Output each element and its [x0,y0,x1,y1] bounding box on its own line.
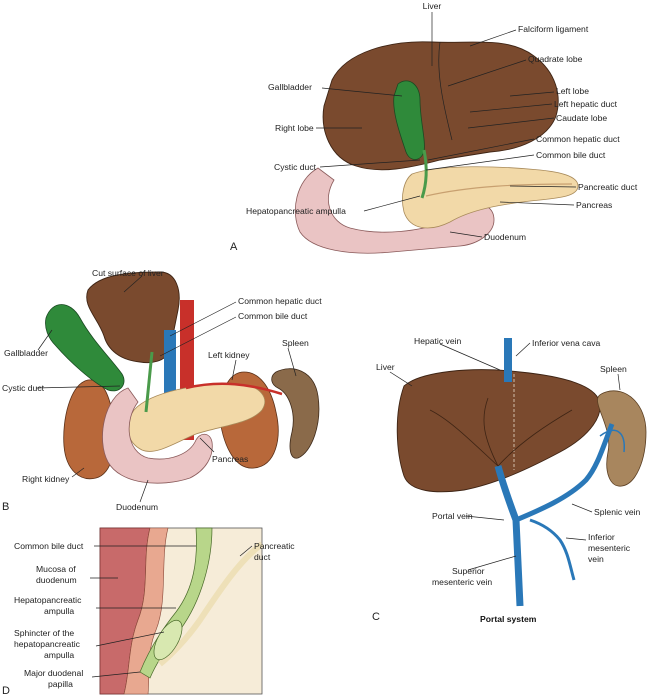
label-c-liver: Liver [376,362,395,372]
label-b-spleen: Spleen [282,338,309,348]
panel-a-falciform-line [438,41,453,141]
label-b-duodenum: Duodenum [116,502,158,512]
label-a-quadrate: Quadrate lobe [528,54,583,64]
panel-d: Common bile duct Pancreatic duct Mucosa … [2,527,295,697]
panel-b-letter: B [2,501,9,513]
panel-a-bile-ducts [420,149,428,199]
label-b-common-hepatic: Common hepatic duct [238,296,322,306]
label-a-gallbladder: Gallbladder [268,82,312,92]
panel-c: Hepatic vein Inferior vena cava Liver Sp… [372,336,647,624]
label-a-duodenum: Duodenum [484,232,526,242]
label-c-ivc: Inferior vena cava [532,338,601,348]
label-c-superior-mesenteric-1: Superior [452,566,485,576]
panel-c-splenic-vein [515,423,615,523]
label-d-sphincter-2: hepatopancreatic [14,639,81,649]
panel-b-spleen [271,368,320,459]
label-a-common-hepatic: Common hepatic duct [536,134,620,144]
label-c-spleen: Spleen [600,364,627,374]
label-d-sphincter-3: ampulla [44,650,74,660]
panel-c-intrahepatic-veins [429,397,573,467]
panel-b-splenic-artery [185,382,283,396]
panel-a: Liver Falciform ligament Quadrate lobe G… [230,1,638,254]
panel-d-ampulla [153,619,183,661]
panel-c-portal-vein [494,465,524,607]
label-a-pancreatic-duct: Pancreatic duct [578,182,638,192]
label-d-mucosa-1: Mucosa of [36,564,76,574]
label-b-pancreas: Pancreas [212,454,248,464]
label-b-right-kidney: Right kidney [22,474,70,484]
panel-a-pancreas [402,166,579,229]
panel-b-ducts [144,351,154,413]
panel-b-gallbladder [45,304,125,392]
label-d-ampulla-1: Hepatopancreatic [14,595,82,605]
panel-c-splenic-branches [599,429,625,453]
label-b-cystic: Cystic duct [2,383,45,393]
panel-b-liver [86,271,180,364]
label-a-falciform: Falciform ligament [518,24,589,34]
panel-b: Cut surface of liver Common hepatic duct… [2,268,322,513]
label-b-gallbladder: Gallbladder [4,348,48,358]
label-c-inferior-mesenteric-3: vein [588,554,604,564]
panel-c-spleen [597,390,647,487]
panel-a-duodenum [294,167,495,254]
label-a-cystic: Cystic duct [274,162,317,172]
label-c-portal-vein: Portal vein [432,511,473,521]
label-b-left-kidney: Left kidney [208,350,250,360]
label-b-common-bile: Common bile duct [238,311,308,321]
label-b-cut-surface: Cut surface of liver [92,268,164,278]
label-d-mucosa-2: duodenum [36,575,77,585]
label-a-pancreas: Pancreas [576,200,612,210]
label-c-splenic-vein: Splenic vein [594,507,641,517]
panel-b-duodenum [102,387,213,484]
label-a-liver: Liver [423,1,442,11]
panel-c-letter: C [372,611,380,623]
label-a-caudate: Caudate lobe [556,113,607,123]
label-a-right-lobe: Right lobe [275,123,314,133]
label-a-common-bile: Common bile duct [536,150,606,160]
panel-c-inferior-mesenteric [529,518,576,581]
label-d-pancreatic-1: Pancreatic [254,541,295,551]
label-c-inferior-mesenteric-1: Inferior [588,532,615,542]
panel-d-letter: D [2,685,10,697]
label-d-common-bile: Common bile duct [14,541,84,551]
label-c-inferior-mesenteric-2: mesenteric [588,543,631,553]
label-d-papilla-1: Major duodenal [24,668,83,678]
label-d-pancreatic-2: duct [254,552,271,562]
label-d-sphincter-1: Sphincter of the [14,628,74,638]
label-a-left-hepatic: Left hepatic duct [554,99,618,109]
panel-c-title: Portal system [480,614,537,624]
label-a-left-lobe: Left lobe [556,86,589,96]
panel-d-muscle-layer [123,527,169,695]
panel-a-letter: A [230,241,238,253]
panel-a-pancreatic-duct-line [425,183,573,197]
label-a-ampulla: Hepatopancreatic ampulla [246,206,346,216]
label-d-ampulla-2: ampulla [44,606,74,616]
label-c-hepatic-vein: Hepatic vein [414,336,462,346]
panel-d-pancreatic-duct [158,541,264,667]
label-c-superior-mesenteric-2: mesenteric vein [432,577,492,587]
label-d-papilla-2: papilla [48,679,73,689]
